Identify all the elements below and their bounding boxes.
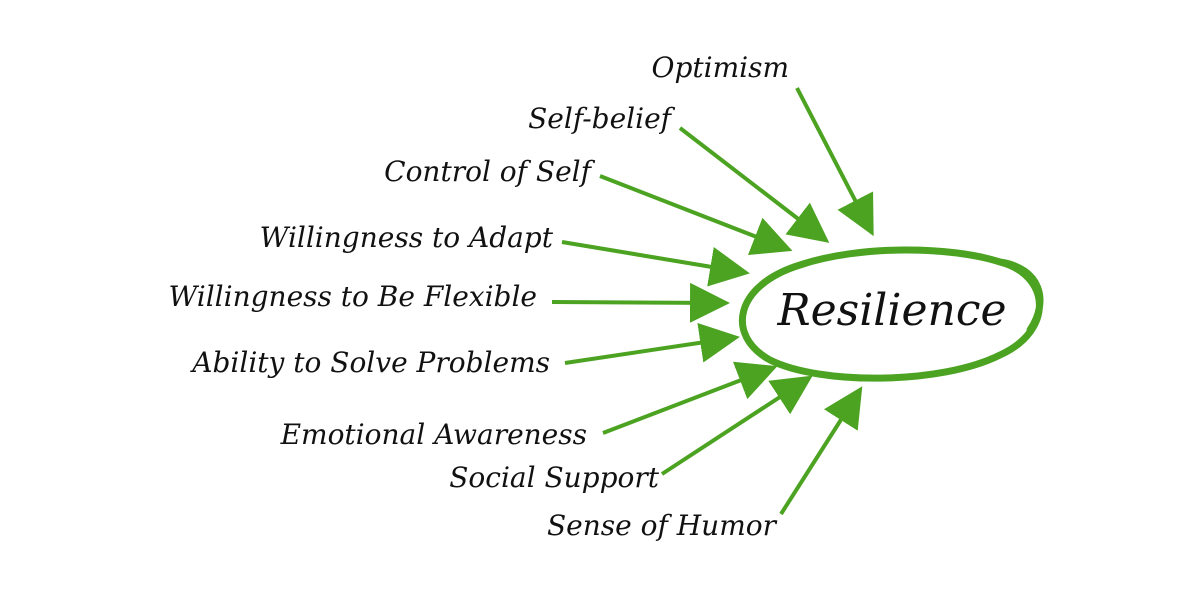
factor-label-self-belief: Self-belief	[528, 102, 676, 135]
arrow-sense-of-humor	[779, 386, 863, 516]
center-ellipse	[738, 246, 1044, 382]
factor-label-willingness-to-adapt: Willingness to Adapt	[260, 221, 554, 254]
arrow-willingness-to-be-flexible	[551, 282, 730, 323]
arrow-optimism	[795, 87, 874, 237]
factor-label-control-of-self: Control of Self	[384, 155, 595, 188]
factor-label-willingness-to-be-flexible: Willingness to Be Flexible	[168, 280, 537, 313]
arrow-emotional-awareness	[602, 361, 778, 435]
factor-label-social-support: Social Support	[449, 461, 660, 494]
arrow-social-support	[660, 375, 813, 476]
factor-label-sense-of-humor: Sense of Humor	[547, 509, 778, 542]
center-label: Resilience	[776, 285, 1006, 336]
arrow-willingness-to-adapt	[561, 240, 750, 287]
arrow-ability-to-solve-problems	[564, 322, 740, 365]
factor-label-emotional-awareness: Emotional Awareness	[280, 418, 587, 451]
arrow-control-of-self	[599, 174, 793, 256]
factor-label-ability-to-solve-problems: Ability to Solve Problems	[189, 346, 550, 379]
factor-label-optimism: Optimism	[651, 51, 789, 84]
arrow-self-belief	[678, 126, 830, 243]
